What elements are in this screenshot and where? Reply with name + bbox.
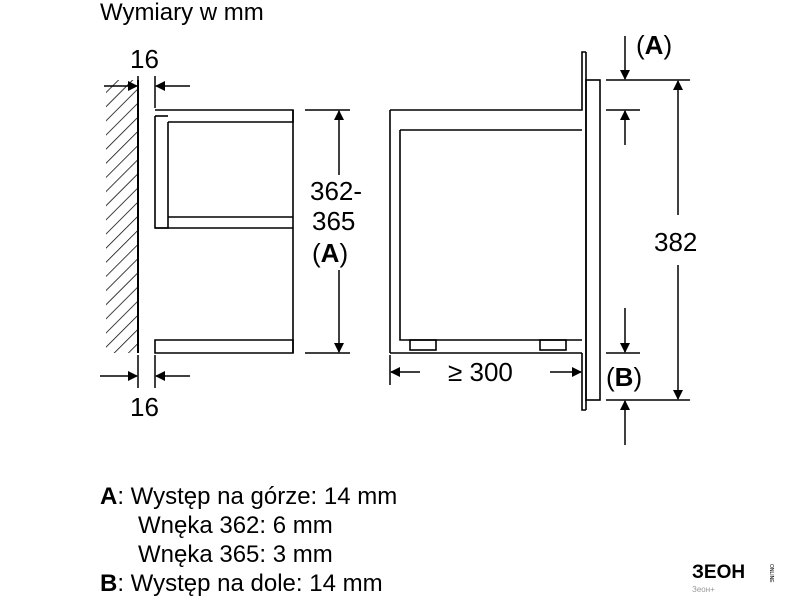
watermark-caption: Зеон+ bbox=[692, 585, 715, 594]
microwave-body bbox=[389, 51, 601, 411]
niche-height-line2: 365 bbox=[312, 206, 355, 236]
niche-height-dimension bbox=[305, 109, 350, 354]
marker-b-dimension bbox=[606, 308, 690, 445]
legend-a-line2: Wnęka 362: 6 mm bbox=[138, 512, 333, 539]
total-height-label: 382 bbox=[654, 227, 697, 257]
legend-a-line1: : Występ na górze: 14 mm bbox=[117, 483, 398, 510]
legend-a-line3: Wnęka 365: 3 mm bbox=[138, 541, 333, 568]
legend-b-key: B bbox=[100, 570, 118, 597]
watermark-logo-text: ЗЕОН bbox=[692, 562, 745, 583]
depth-label: ≥ 300 bbox=[448, 357, 513, 387]
wall-offset-bottom-label: 16 bbox=[130, 392, 159, 422]
legend-a-row: A: Występ na górze: 14 mm bbox=[100, 482, 397, 511]
wall bbox=[106, 80, 139, 353]
wall-offset-top-label: 16 bbox=[130, 44, 159, 74]
depth-dimension bbox=[389, 355, 582, 385]
watermark-logo: ЗЕОН ONLINE Зеон+ bbox=[692, 560, 796, 596]
legend-b-line1: : Występ na dole: 14 mm bbox=[117, 570, 383, 597]
niche-height-line1: 362- bbox=[310, 176, 362, 206]
niche-cabinet bbox=[154, 109, 294, 354]
legend-a-key: A bbox=[100, 483, 118, 510]
niche-height-line3: (A) bbox=[312, 238, 348, 268]
legend: A: Występ na górze: 14 mm Wnęka 362: 6 m… bbox=[100, 482, 397, 598]
watermark-logo-side-text: ONLINE bbox=[768, 564, 774, 583]
diagram-title: Wymiary w mm bbox=[100, 0, 264, 26]
marker-b-label: (B) bbox=[606, 362, 642, 392]
wall-offset-bottom-dimension bbox=[100, 355, 190, 388]
marker-a-label: (A) bbox=[636, 30, 672, 60]
wall-offset-top-dimension bbox=[104, 76, 190, 108]
legend-b-row: B: Występ na dole: 14 mm bbox=[100, 569, 397, 598]
